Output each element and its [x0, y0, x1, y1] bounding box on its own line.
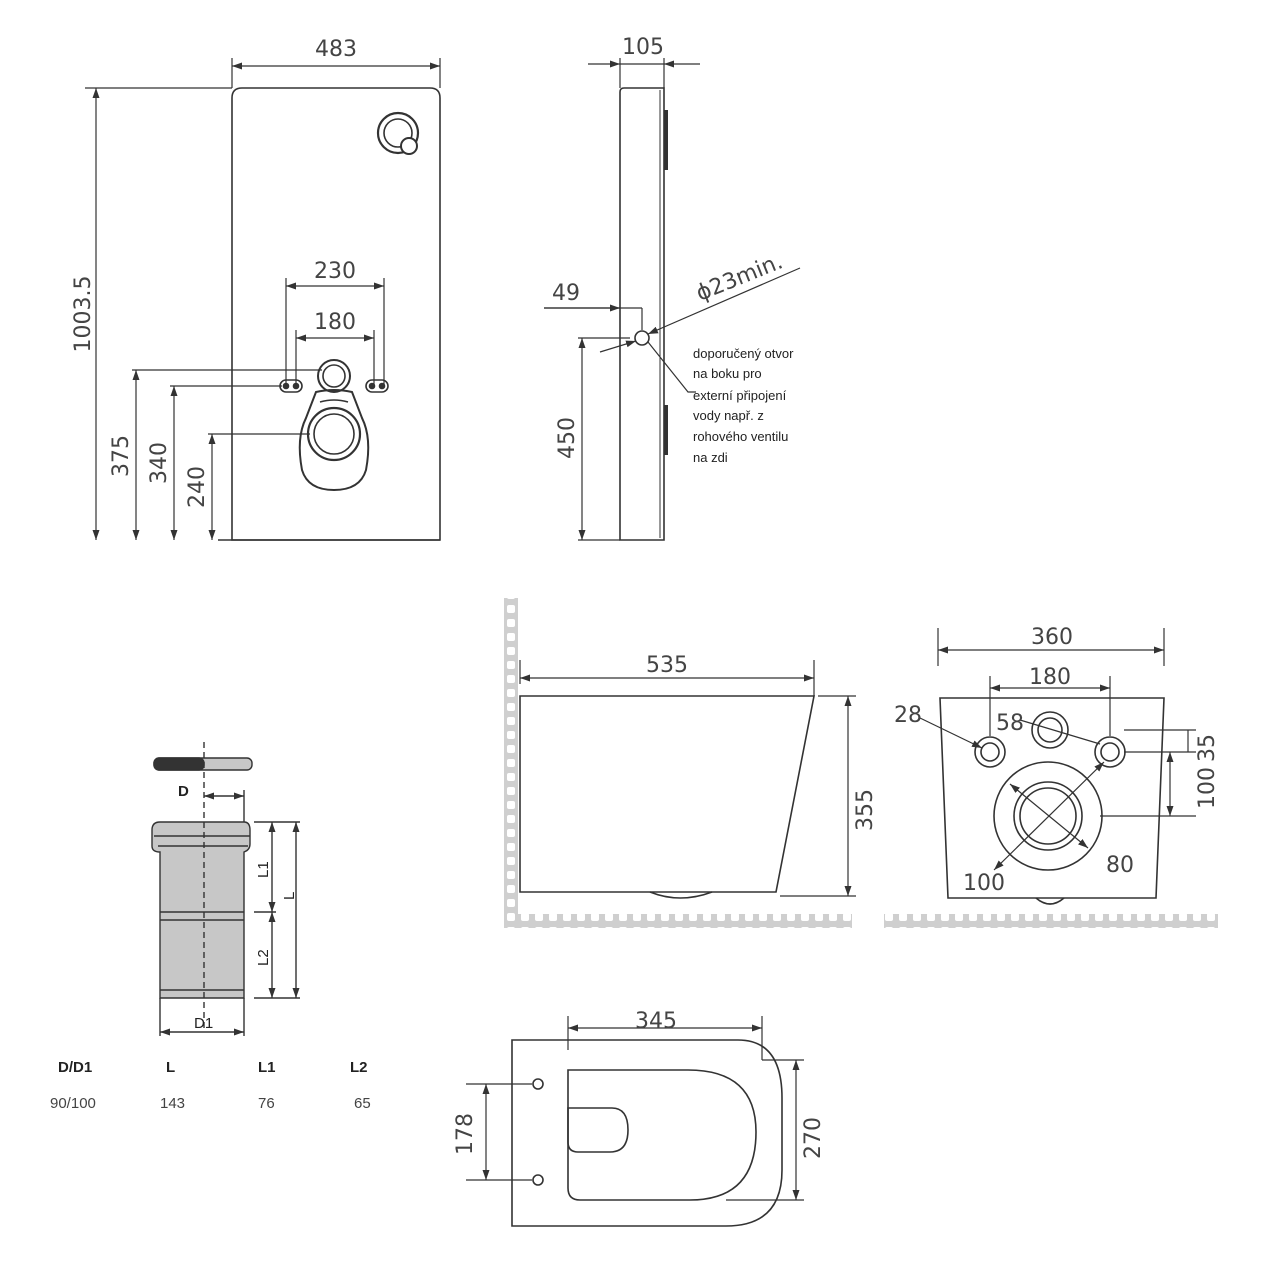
- svg-text:na zdi: na zdi: [693, 450, 728, 465]
- table-cell: 76: [258, 1095, 275, 1112]
- dim-outlets-230: 230: [314, 259, 356, 284]
- dim-hole-height: 450: [555, 417, 580, 459]
- table-cell: 143: [160, 1095, 185, 1112]
- top-bolt-hole-lower: [532, 1174, 544, 1186]
- label-l2: L2: [255, 949, 272, 966]
- svg-text:vody např. z: vody např. z: [693, 408, 764, 423]
- label-d1: D1: [194, 1015, 213, 1032]
- dim-outlet-100: 100: [963, 871, 1005, 896]
- wc-side-view: [504, 598, 856, 928]
- panel-side-outline: [619, 87, 665, 541]
- svg-text:doporučený otvor: doporučený otvor: [693, 346, 794, 361]
- dim-height-240: 240: [185, 466, 210, 508]
- dim-back-35: 35: [1195, 734, 1220, 762]
- dim-side-offset: 49: [552, 281, 580, 306]
- panel-front-view: [85, 58, 441, 541]
- svg-text:externí připojení: externí připojení: [693, 388, 787, 403]
- bowl-rim: [567, 1069, 757, 1201]
- dim-back-bolts: 180: [1029, 665, 1071, 690]
- wc-back-view: [884, 628, 1218, 928]
- dim-bolt-hole-28: 28: [894, 703, 922, 728]
- bolt-hole-right-icon: [1094, 736, 1126, 768]
- dim-top-depth: 270: [801, 1117, 826, 1159]
- wc-top-outline: [511, 1039, 783, 1227]
- gasket-icon: [153, 757, 253, 771]
- floor-back: [884, 914, 1218, 928]
- dim-panel-width: 483: [315, 37, 357, 62]
- pipe-adapter: [151, 742, 300, 1036]
- bowl-drain: [567, 1107, 629, 1153]
- pipe-dimension-table: D/D1 L L1 L2 90/100 143 76 65: [50, 1059, 371, 1112]
- svg-text:rohového ventilu: rohového ventilu: [693, 429, 788, 444]
- dim-height-375: 375: [109, 435, 134, 477]
- flush-button-icon: [376, 111, 420, 155]
- side-hole-note: doporučený otvor na boku pro externí při…: [693, 346, 794, 465]
- floor-horizontal: [504, 914, 852, 928]
- wc-back-outline: [939, 697, 1165, 899]
- inlet-58-icon: [1031, 711, 1069, 749]
- table-header: L: [166, 1059, 175, 1076]
- svg-text:na boku pro: na boku pro: [693, 366, 762, 381]
- dim-outlet-80: 80: [1106, 853, 1134, 878]
- wc-body-outline: [519, 695, 815, 893]
- dim-back-width: 360: [1031, 625, 1073, 650]
- wc-top-view: [466, 1016, 804, 1227]
- dim-inlet-58: 58: [996, 711, 1024, 736]
- top-bolt-hole-upper: [532, 1078, 544, 1090]
- wall-vertical: [504, 598, 518, 928]
- dim-wc-length: 535: [646, 653, 688, 678]
- table-header: L1: [258, 1059, 276, 1076]
- bolt-left-icon: [279, 379, 303, 393]
- label-l: L: [281, 892, 298, 900]
- dim-side-depth: 105: [622, 35, 664, 60]
- dim-bolts-180: 180: [314, 310, 356, 335]
- dim-back-100-v: 100: [1195, 767, 1220, 809]
- label-l1: L1: [255, 861, 272, 878]
- panel-side-view: [544, 58, 801, 541]
- table-cell: 65: [354, 1095, 371, 1112]
- bolt-right-icon: [365, 379, 389, 393]
- label-d: D: [178, 783, 189, 800]
- table-header: D/D1: [58, 1059, 92, 1076]
- water-inlet-icon: [317, 359, 351, 393]
- bolt-hole-left-icon: [974, 736, 1006, 768]
- dim-height-340: 340: [147, 442, 172, 484]
- table-cell: 90/100: [50, 1095, 96, 1112]
- dim-hole-diameter: ϕ23min.: [693, 249, 787, 306]
- dim-top-bolts: 178: [453, 1113, 478, 1155]
- dim-top-width: 345: [635, 1009, 677, 1034]
- drain-outlet-icon: [298, 389, 370, 492]
- dim-panel-height: 1003.5: [71, 276, 96, 353]
- panel-outline: [231, 87, 441, 541]
- dim-wc-height: 355: [853, 789, 878, 831]
- side-hole-icon: [634, 330, 650, 346]
- table-header: L2: [350, 1059, 368, 1076]
